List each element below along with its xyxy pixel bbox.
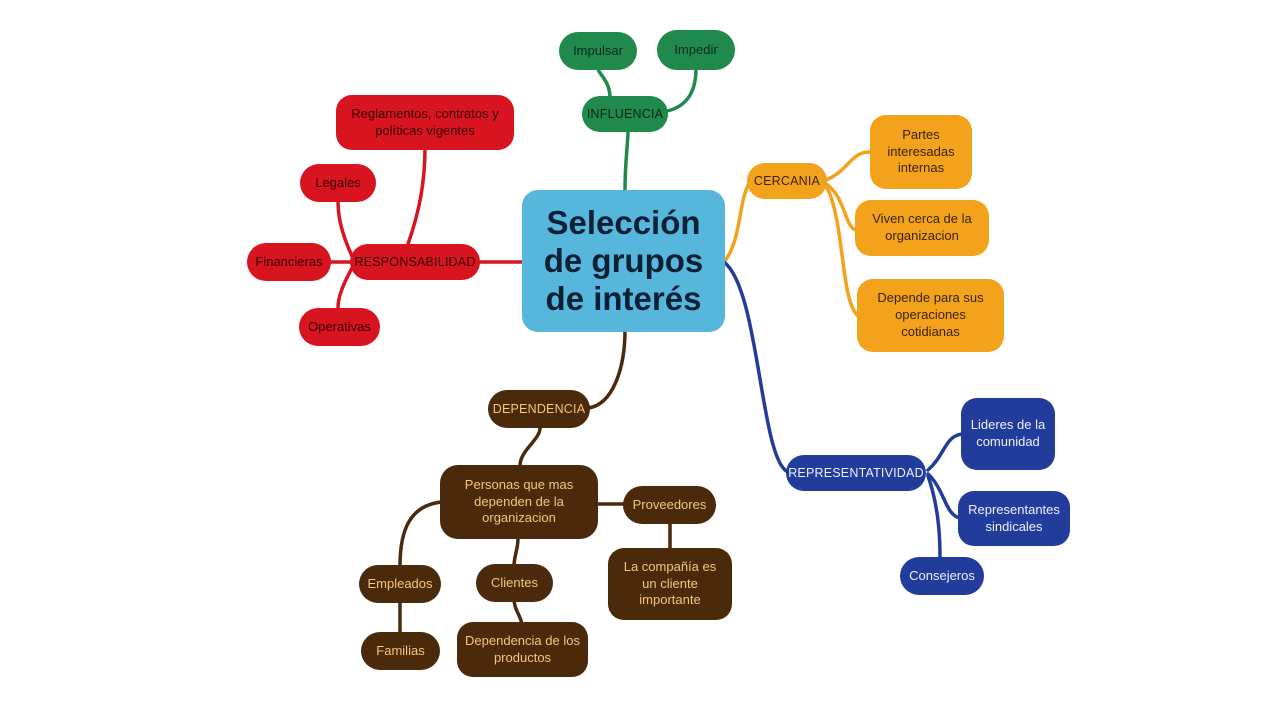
node-depende-operaciones-label: Depende para sus operaciones cotidianas xyxy=(877,290,984,339)
link-rep-consejeros xyxy=(926,474,942,560)
link-rep-lideres xyxy=(926,432,964,472)
node-personas[interactable]: Personas que mas dependen de la organiza… xyxy=(440,465,598,539)
node-proveedores-label: Proveedores xyxy=(632,496,707,512)
node-partes-interesadas[interactable]: Partes interesadas internas xyxy=(870,115,972,189)
node-dependencia-productos[interactable]: Dependencia de los productos xyxy=(457,622,588,677)
node-compania-cliente-label: La compañía es un cliente importante xyxy=(623,558,717,608)
link-influencia-impulsar xyxy=(596,66,612,100)
node-representantes-sindicales[interactable]: Representantes sindicales xyxy=(958,491,1070,546)
node-personas-label: Personas que mas dependen de la organiza… xyxy=(464,476,574,526)
node-depende-operaciones[interactable]: Depende para sus operaciones cotidianas xyxy=(857,279,1004,352)
node-impedir-label: Impedir xyxy=(674,41,718,57)
branch-dependencia-label: DEPENDENCIA xyxy=(492,401,586,416)
branch-influencia[interactable]: INFLUENCIA xyxy=(582,96,668,132)
node-representantes-sindicales-label: Representantes sindicales xyxy=(968,501,1060,534)
branch-representatividad[interactable]: REPRESENTATIVIDAD xyxy=(786,455,926,491)
node-financieras-label: Financieras xyxy=(255,253,323,269)
node-viven-cerca[interactable]: Viven cerca de la organizacion xyxy=(855,200,989,256)
node-impedir[interactable]: Impedir xyxy=(657,30,735,70)
link-center-representatividad xyxy=(722,260,790,474)
link-center-influencia xyxy=(623,128,630,192)
link-resp-operativas xyxy=(336,266,354,310)
node-operativas-label: Operativas xyxy=(308,318,371,334)
branch-influencia-label: INFLUENCIA xyxy=(586,106,664,121)
node-partes-interesadas-label: Partes interesadas internas xyxy=(887,126,955,176)
node-consejeros[interactable]: Consejeros xyxy=(900,557,984,595)
branch-cercania-label: CERCANIA xyxy=(753,173,821,188)
branch-responsabilidad[interactable]: RESPONSABILIDAD xyxy=(350,244,480,280)
node-reglamentos[interactable]: Reglamentos, contratos y políticas vigen… xyxy=(336,95,514,150)
node-clientes[interactable]: Clientes xyxy=(476,564,553,602)
link-cercania-partes xyxy=(824,150,872,182)
branch-representatividad-label: REPRESENTATIVIDAD xyxy=(788,465,924,480)
node-viven-cerca-label: Viven cerca de la organizacion xyxy=(872,211,972,243)
node-empleados[interactable]: Empleados xyxy=(359,565,441,603)
link-center-dependencia xyxy=(586,328,627,410)
node-impulsar[interactable]: Impulsar xyxy=(559,32,637,70)
link-resp-reglamentos xyxy=(406,146,427,246)
node-compania-cliente[interactable]: La compañía es un cliente importante xyxy=(608,548,732,620)
node-familias[interactable]: Familias xyxy=(361,632,440,670)
central-topic[interactable]: Selección de grupos de interés xyxy=(522,190,725,332)
node-impulsar-label: Impulsar xyxy=(573,42,623,58)
central-topic-label: Selección de grupos de interés xyxy=(543,204,704,317)
branch-cercania[interactable]: CERCANIA xyxy=(747,163,827,199)
link-influencia-impedir xyxy=(660,66,698,114)
link-dependencia-personas xyxy=(518,426,542,468)
node-reglamentos-label: Reglamentos, contratos y políticas vigen… xyxy=(351,105,499,138)
link-rep-sindicales xyxy=(926,472,962,520)
link-cercania-viven xyxy=(824,182,858,232)
node-familias-label: Familias xyxy=(376,642,425,658)
node-financieras[interactable]: Financieras xyxy=(247,243,331,281)
node-lideres[interactable]: Lideres de la comunidad xyxy=(961,398,1055,470)
link-personas-empleados xyxy=(398,500,444,568)
node-lideres-label: Lideres de la comunidad xyxy=(970,417,1046,449)
node-consejeros-label: Consejeros xyxy=(909,567,975,583)
node-operativas[interactable]: Operativas xyxy=(299,308,380,346)
link-personas-clientes xyxy=(512,536,520,568)
link-cercania-depende xyxy=(824,184,860,318)
link-resp-legales xyxy=(336,198,354,258)
branch-dependencia[interactable]: DEPENDENCIA xyxy=(488,390,590,428)
node-dependencia-productos-label: Dependencia de los productos xyxy=(465,632,580,665)
node-legales[interactable]: Legales xyxy=(300,164,376,202)
link-center-cercania xyxy=(722,180,752,264)
branch-responsabilidad-label: RESPONSABILIDAD xyxy=(354,254,476,269)
node-empleados-label: Empleados xyxy=(367,575,433,591)
node-legales-label: Legales xyxy=(315,174,361,190)
node-clientes-label: Clientes xyxy=(491,574,538,590)
node-proveedores[interactable]: Proveedores xyxy=(623,486,716,524)
